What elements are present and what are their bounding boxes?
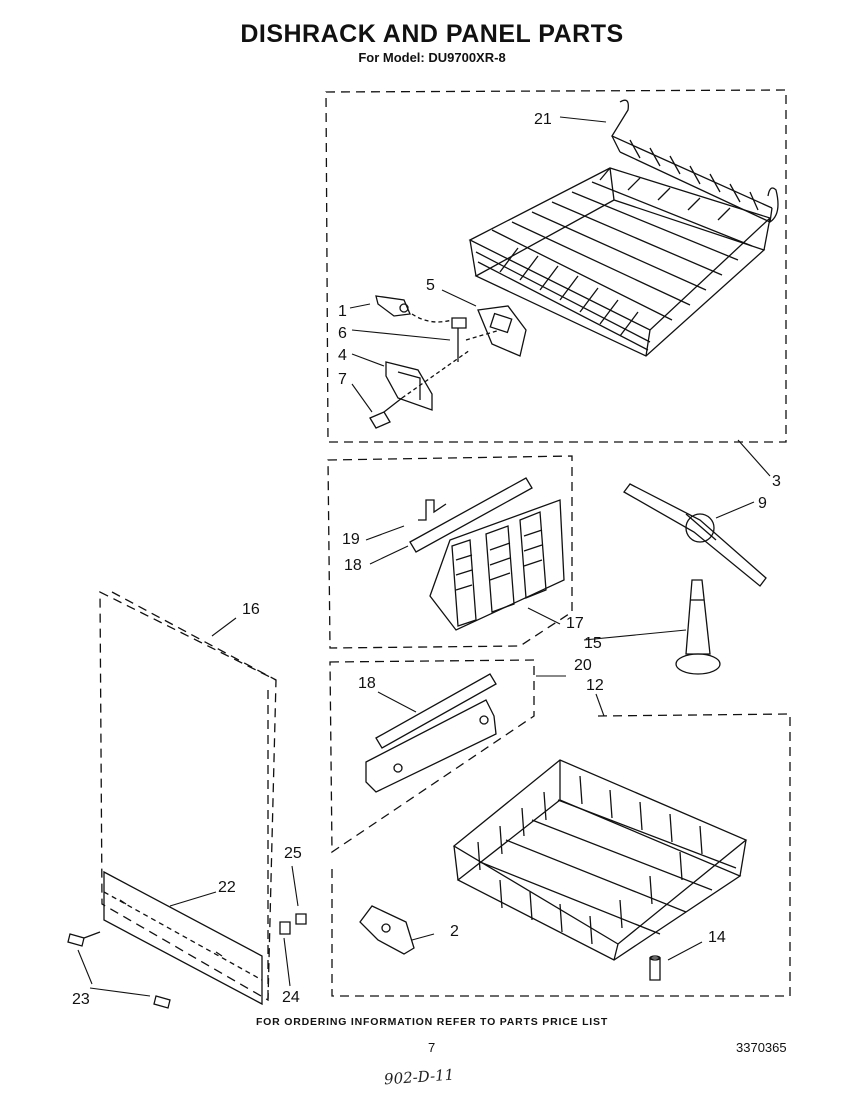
model-subtitle: For Model: DU9700XR-8 — [358, 50, 506, 65]
callout-1: 1 — [338, 303, 347, 320]
callout-25: 25 — [284, 845, 302, 862]
callout-7: 7 — [338, 371, 347, 388]
part-18-strip-top — [409, 477, 533, 553]
part-14-wheel-stud — [649, 955, 661, 981]
part-2-wheel-assembly — [359, 905, 415, 955]
callout-4: 4 — [338, 347, 347, 364]
upper-rack-group-box — [325, 89, 787, 443]
callout-18-lower: 18 — [358, 675, 376, 692]
callout-23: 23 — [72, 991, 90, 1008]
part-7-screw — [369, 397, 403, 429]
callout-18: 18 — [344, 557, 362, 574]
page-title: DISHRACK AND PANEL PARTS — [240, 20, 624, 48]
callout-14: 14 — [708, 929, 726, 946]
callout-17: 17 — [566, 615, 584, 632]
part-4-cover — [385, 361, 433, 411]
part-19-clip — [418, 499, 447, 521]
upper-dishrack — [468, 167, 772, 357]
callout-2: 2 — [450, 923, 459, 940]
rack-hardware-parts — [369, 295, 527, 429]
callout-5: 5 — [426, 277, 435, 294]
part-17-panel — [429, 499, 565, 631]
callout-9: 9 — [758, 495, 767, 512]
part-5-bracket — [477, 305, 527, 357]
part-20-group-box — [329, 659, 535, 854]
part-6-bolt — [451, 317, 467, 362]
part-15-feed-tube — [675, 579, 721, 675]
part-1-clip — [375, 295, 411, 317]
callout-20: 20 — [574, 657, 592, 674]
cup-shelf-part-21 — [611, 99, 779, 224]
callout-24: 24 — [282, 989, 300, 1006]
part-18-strip-lower — [375, 673, 497, 749]
callout-19: 19 — [342, 531, 360, 548]
part-9-spray-arm — [623, 483, 767, 587]
leader-lines — [77, 116, 771, 997]
callout-16: 16 — [242, 601, 260, 618]
hardware-screws — [67, 913, 307, 1009]
part-22-kick-plate — [103, 870, 263, 1006]
ordering-info-footer: FOR ORDERING INFORMATION REFER TO PARTS … — [255, 1016, 609, 1028]
lower-dishrack — [452, 759, 748, 961]
lower-rack-group-box — [331, 713, 791, 997]
callout-labels: 21 5 1 6 4 7 3 9 19 18 17 15 20 12 18 16… — [72, 111, 781, 1008]
callout-22: 22 — [218, 879, 236, 896]
callout-3: 3 — [772, 473, 781, 490]
callout-21: 21 — [534, 111, 552, 128]
callout-15: 15 — [584, 635, 602, 652]
panel-group-box — [327, 455, 573, 649]
page-number: 7 — [428, 1040, 436, 1055]
document-code: 3370365 — [736, 1040, 787, 1055]
callout-6: 6 — [338, 325, 347, 342]
part-20-track — [365, 699, 497, 793]
callout-12: 12 — [586, 677, 604, 694]
part-16-door-panel — [99, 590, 277, 1002]
